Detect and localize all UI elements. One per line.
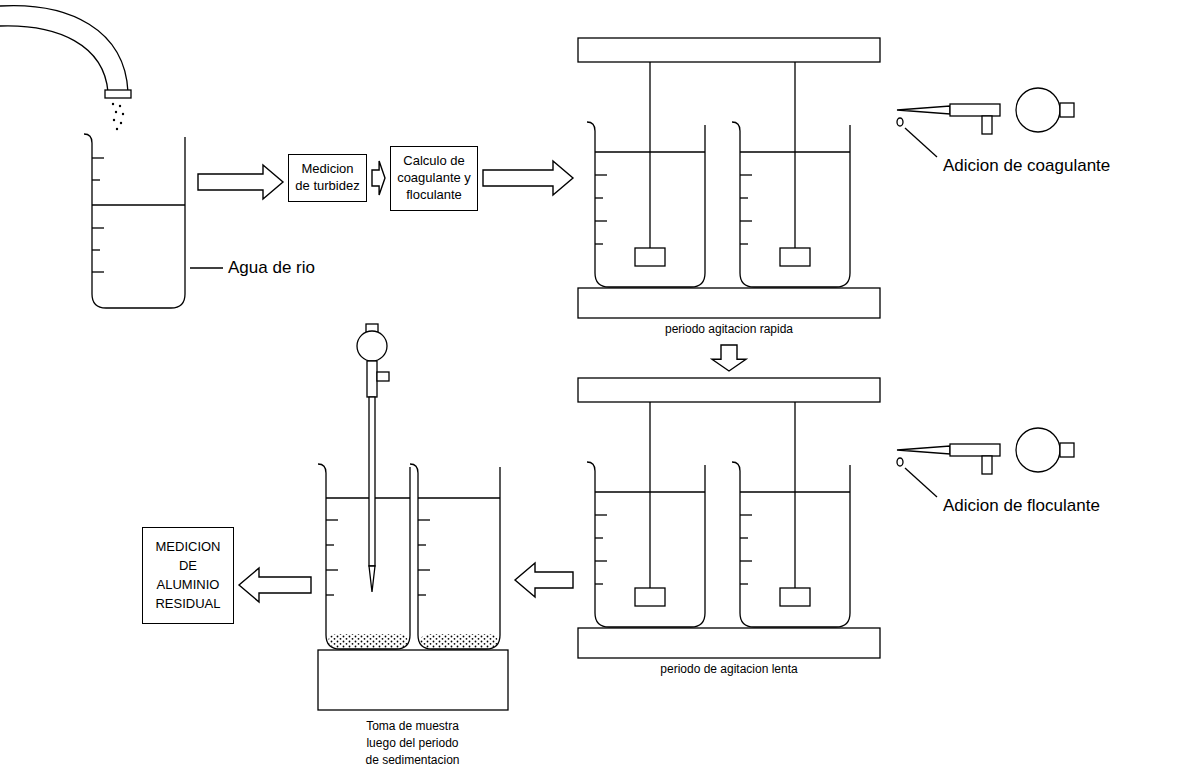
annotation-label: Adicion de floculante [943, 496, 1100, 516]
beaker [84, 134, 185, 308]
jar-test-apparatus [578, 378, 880, 658]
block-arrow [198, 165, 283, 199]
annotation-label: Adicion de coagulante [943, 156, 1110, 176]
water-beaker: Agua de rio [85, 130, 193, 312]
sedimentation-stage: Toma de muestra luego del periodo de sed… [316, 322, 510, 773]
jar-test-apparatus [578, 38, 880, 318]
node-label: Toma de muestra luego del periodo de sed… [362, 718, 463, 769]
node-label: Medicion de turbidez [294, 161, 361, 195]
block-arrow [372, 161, 385, 195]
pipette [897, 88, 1074, 157]
hose [0, 6, 131, 131]
process-box: Calculo de coagulante y floculante [390, 146, 478, 211]
jar-test-rapid: periodo agitacion rapida [578, 36, 880, 340]
pipette [357, 324, 389, 592]
process-box: Medicion de turbidez [288, 154, 367, 202]
node-label: Calculo de coagulante y floculante [396, 153, 472, 204]
node-label: Agua de rio [228, 258, 315, 278]
block-arrow [712, 345, 746, 371]
sedimentation-beakers [318, 464, 508, 710]
node-label: periodo de agitacion lenta [578, 661, 880, 678]
block-arrow [483, 161, 573, 195]
jar-test-slow: periodo de agitacion lenta [578, 376, 880, 680]
process-box: MEDICION DE ALUMINIO RESIDUAL [142, 527, 234, 624]
block-arrow [515, 563, 573, 597]
pipette [897, 428, 1074, 497]
leader-line [190, 267, 223, 268]
node-label: MEDICION DE ALUMINIO RESIDUAL [148, 538, 228, 613]
block-arrow [239, 568, 311, 602]
node-label: periodo agitacion rapida [578, 321, 880, 338]
